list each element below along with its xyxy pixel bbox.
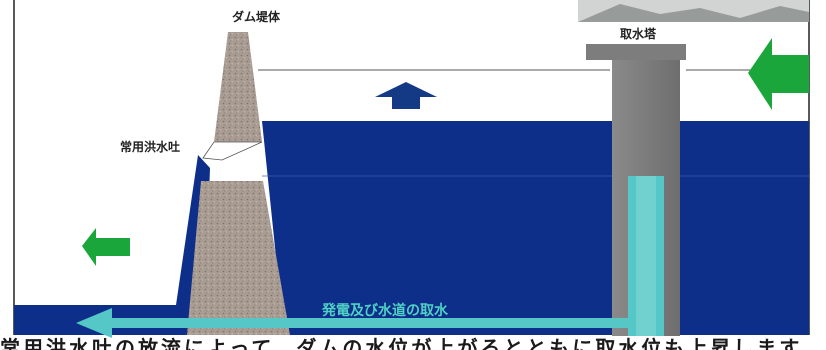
- dam-body-label: ダム堤体: [232, 10, 281, 24]
- inflow-arrow: [748, 38, 809, 110]
- dam-lower: [187, 181, 290, 335]
- intake-pipe-arrowhead: [76, 308, 112, 338]
- spillway-label: 常用洪水吐: [120, 140, 181, 154]
- intake-pipe: [108, 318, 628, 328]
- bottom-caption: 常用洪水吐の放流によって、ダムの水位が上がるとともに取水位も上昇します: [0, 336, 803, 350]
- intake-flow-label: 発電及び水道の取水: [322, 303, 448, 319]
- discharge-arrow: [82, 228, 130, 266]
- dam-upper: [214, 32, 262, 142]
- spillway-opening: [202, 141, 263, 161]
- rising-water-arrow: [375, 82, 437, 109]
- intake-tower-label: 取水塔: [620, 27, 657, 41]
- intake-tower-cap: [586, 44, 686, 60]
